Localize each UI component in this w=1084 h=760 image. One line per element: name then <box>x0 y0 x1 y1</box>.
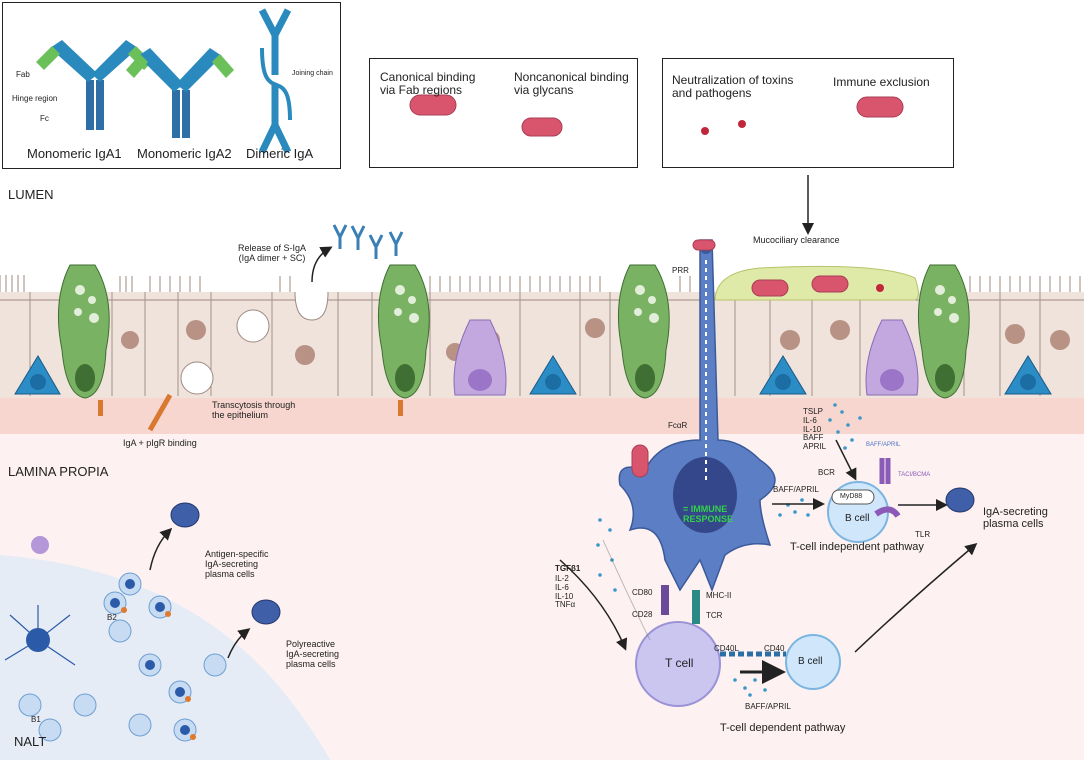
function-panel <box>662 58 954 168</box>
arrow-dependent-to-plasma <box>854 543 978 653</box>
mucociliary-clearance-label: Mucociliary clearance <box>753 235 840 245</box>
tlr-label: TLR <box>915 530 931 539</box>
b2-label: B2 <box>107 613 117 622</box>
b-cell-label: B cell <box>845 513 870 524</box>
prr-label: PRR <box>672 266 689 275</box>
goblet-cell <box>377 264 430 399</box>
goblet-cell <box>917 264 970 399</box>
iga-structure-panel <box>2 2 341 169</box>
fab-label: Fab <box>16 70 30 79</box>
fcar-label: FcαR <box>668 421 688 430</box>
monomeric-iga2-label: Monomeric IgA2 <box>137 146 232 161</box>
mhc-ii-label: MHC-II <box>706 591 732 600</box>
cd40-label: CD40 <box>764 644 785 653</box>
lamina-propia-title: LAMINA PROPIA <box>8 464 109 479</box>
baff-april-bottom-label: BAFF/APRIL <box>745 702 791 711</box>
secreted-iga <box>332 224 404 259</box>
arrow-b2-to-antigen <box>149 527 173 571</box>
goblet-cell <box>57 264 110 399</box>
iga-pigr-binding-label: IgA + pIgR binding <box>123 438 197 448</box>
arrow-tslp-to-bcell <box>835 439 857 481</box>
pathogen <box>409 94 904 478</box>
fc-label: Fc <box>40 114 49 123</box>
taci-bcma-label: TACI/BCMA <box>898 472 931 478</box>
baff-april-small-label: BAFF/APRIL <box>866 442 901 448</box>
b-cell-dependent <box>785 634 841 690</box>
myd88-label: MyD88 <box>840 493 863 500</box>
transcytosis-iga <box>147 393 173 432</box>
lumen-title: LUMEN <box>8 187 54 202</box>
tuft-cell <box>865 319 919 396</box>
dimeric-iga-drawing <box>258 8 292 154</box>
arrow-tgf-to-tcell <box>559 559 628 651</box>
tuft-cell <box>453 319 507 396</box>
basement-membrane <box>0 396 1084 434</box>
dimeric-iga-label: Dimeric IgA <box>246 146 314 161</box>
tgf-beta1-label: TGFβ1 <box>555 564 581 573</box>
t-cell-independent-pathway-label: T-cell independent pathway <box>790 541 924 553</box>
immune-exclusion-label: Immune exclusion <box>833 75 930 89</box>
b1-label: B1 <box>31 715 41 724</box>
binding-panel <box>369 58 638 168</box>
dendritic-cell <box>618 239 776 593</box>
plasma-cells <box>170 487 975 625</box>
release-siga-label: Release of S-IgA(IgA dimer + SC) <box>238 243 307 263</box>
arrow-release <box>311 246 333 283</box>
monomeric-iga1-label: Monomeric IgA1 <box>27 146 122 161</box>
cd40l-label: CD40L <box>714 644 739 653</box>
bcr-label: BCR <box>818 468 835 477</box>
nalt-title: NALT <box>14 734 47 749</box>
joining-chain-label: Joining chain <box>292 70 333 77</box>
t-cell <box>635 621 721 707</box>
b-cell-dependent-label: B cell <box>798 656 823 667</box>
tcr-label: TCR <box>706 611 723 620</box>
cd28-label: CD28 <box>632 610 653 619</box>
t-cell-label: T cell <box>665 656 694 670</box>
arrow-to-polyreactive <box>227 628 251 659</box>
hinge-region-label: Hinge region <box>12 94 58 103</box>
monomeric-iga2-drawing <box>126 48 234 138</box>
baff-april-arrow-label: BAFF/APRIL <box>773 485 819 494</box>
nalt-cells <box>4 536 227 742</box>
goblet-cell <box>617 264 670 399</box>
cd80-label: CD80 <box>632 588 653 597</box>
t-cell-dependent-pathway-label: T-cell dependent pathway <box>720 722 846 734</box>
